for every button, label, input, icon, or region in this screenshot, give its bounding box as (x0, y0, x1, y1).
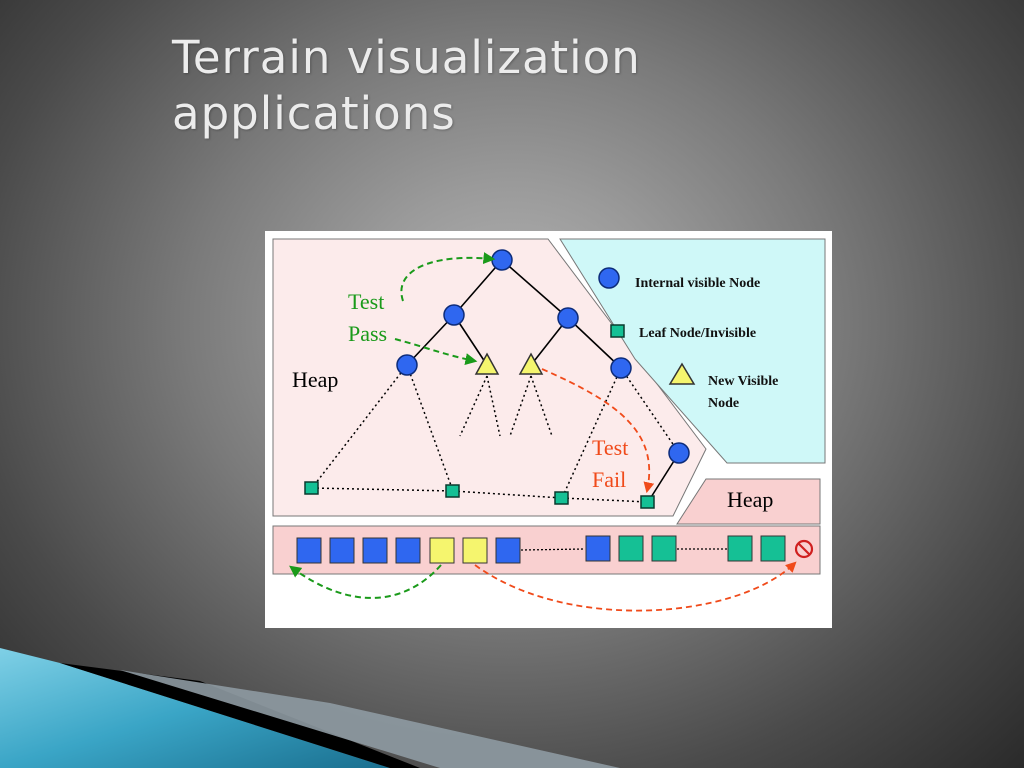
legend-new-label-line1: New Visible (708, 374, 778, 389)
slide-title: Terrain visualization applications (172, 30, 872, 142)
heap-cell-internal (585, 535, 611, 562)
internal-node (396, 354, 418, 376)
legend-leaf-label: Leaf Node/Invisible (639, 326, 756, 341)
heap-cell-leaf (618, 535, 644, 562)
leaf-node (445, 484, 460, 498)
leaf-nodes (304, 481, 655, 509)
heap-array-gaps (520, 548, 727, 551)
legend-leaf-icon (610, 324, 625, 338)
no-entry-icon (794, 539, 814, 559)
heap-cell-new-visible (462, 537, 488, 564)
internal-node (610, 357, 632, 379)
internal-nodes (396, 249, 690, 464)
leaf-node (640, 495, 655, 509)
test-pass-arrows (394, 252, 496, 365)
internal-node (668, 442, 690, 464)
title-line-1: Terrain visualization (172, 31, 641, 84)
new-visible-node (474, 352, 500, 375)
internal-node (443, 304, 465, 326)
heap-cell-internal (495, 537, 521, 564)
heap-cell-new-visible (429, 537, 455, 564)
array-fail-arrow (474, 561, 797, 612)
leaf-node (554, 491, 569, 505)
internal-node (491, 249, 513, 271)
heap-cell-internal (362, 537, 388, 564)
heap-cell-internal (395, 537, 421, 564)
corner-decoration (0, 648, 620, 768)
test-fail-label-line1: Test (592, 435, 628, 460)
test-pass-label-line2: Pass (348, 321, 387, 346)
internal-node (557, 307, 579, 329)
heap-cell-leaf (760, 535, 786, 562)
legend-new-icon (668, 362, 696, 385)
test-fail-label-line2: Fail (592, 467, 626, 492)
array-pass-arrow (289, 564, 442, 599)
test-pass-label-line1: Test (348, 289, 384, 314)
legend-internal-icon (598, 267, 620, 289)
title-line-2: applications (172, 87, 456, 140)
heap-tree-diagram: Test Pass Test Fail Heap Heap Internal v… (265, 231, 832, 628)
legend-new-label-line2: Node (708, 396, 739, 411)
heap-array-label-region (676, 478, 821, 525)
legend-region (559, 238, 826, 464)
heap-tree-region (272, 238, 707, 517)
heap-array-cells (296, 535, 786, 564)
heap-array-label: Heap (727, 487, 773, 512)
new-visible-nodes (474, 352, 544, 375)
heap-tree-label: Heap (292, 367, 338, 392)
new-visible-node (518, 352, 544, 375)
heap-cell-leaf (651, 535, 677, 562)
heap-cell-internal (296, 537, 322, 564)
tree-dotted-edges (311, 364, 680, 503)
heap-cell-internal (329, 537, 355, 564)
heap-cell-leaf (727, 535, 753, 562)
legend-internal-label: Internal visible Node (635, 276, 760, 291)
leaf-node (304, 481, 319, 495)
